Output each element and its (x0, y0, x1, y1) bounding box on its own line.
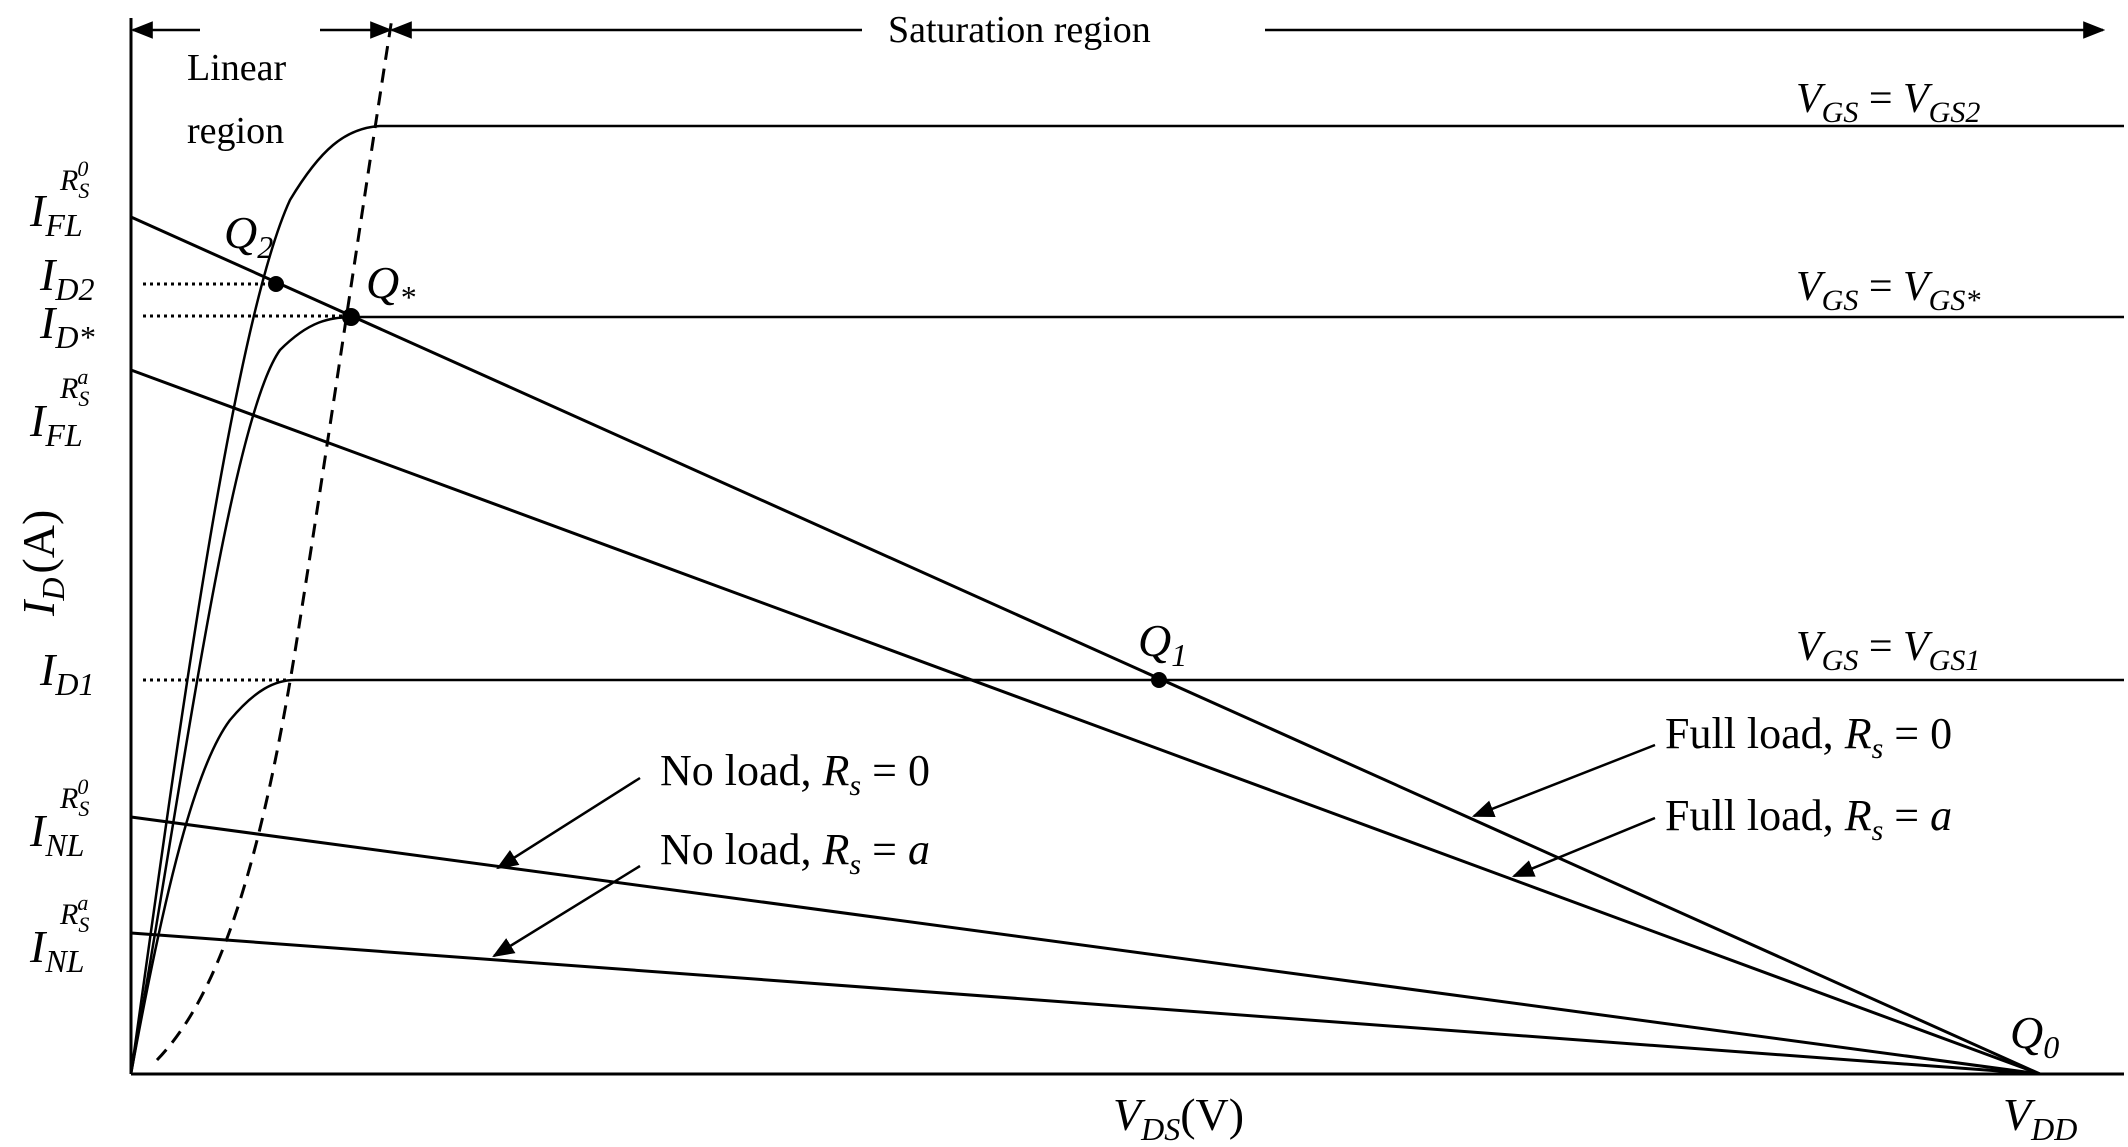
full-load-rsa-line (130, 368, 2041, 1076)
svg-text:IFL: IFL (29, 185, 83, 243)
point-label-q2: Q2 (224, 207, 273, 265)
svg-text:RS0: RS0 (59, 156, 89, 203)
label-full-load-rsa: Full load, Rs = a (1665, 791, 1952, 847)
linear-saturation-boundary (155, 17, 394, 1062)
y-tick-ifl-rsa: IFL RSa (29, 364, 89, 453)
svg-text:INL: INL (29, 921, 84, 979)
svg-text:IFL: IFL (29, 395, 83, 453)
svg-text:No load, Rs = 0: No load, Rs = 0 (660, 746, 930, 802)
label-arrows (492, 743, 1656, 958)
no-load-rsa-arrow (492, 864, 641, 958)
svg-text:VDS(V): VDS(V) (1113, 1089, 1244, 1147)
point-label-q0: Q0 (2010, 1007, 2059, 1065)
q-star-point (342, 308, 360, 326)
curve-label-vgs2: VGS = VGS2 (1796, 76, 1980, 129)
linear-region-label-line1: Linear (187, 47, 287, 89)
svg-text:ID(A): ID(A) (13, 510, 71, 617)
label-full-load-rs0: Full load, Rs = 0 (1665, 709, 1952, 765)
curve-vgs2 (129, 124, 2124, 1075)
label-no-load-rsa: No load, Rs = a (660, 825, 930, 881)
vgs-curves (129, 124, 2124, 1075)
curve-vgs-star (129, 315, 2124, 1075)
y-tick-inl-rsa: INL RSa (29, 890, 89, 979)
svg-text:Full load, Rs = 0: Full load, Rs = 0 (1665, 709, 1952, 765)
x-axis-end-label: VDD (2003, 1089, 2077, 1147)
svg-text:RSa: RSa (59, 364, 89, 411)
full-load-rs0-arrow (1471, 743, 1656, 818)
point-label-q-star: Q* (366, 257, 415, 315)
no-load-rs0-arrow (496, 776, 641, 870)
svg-text:VGS = VGS2: VGS = VGS2 (1796, 76, 1980, 129)
q1-point (1151, 672, 1167, 688)
no-load-rsa-line (130, 931, 2041, 1076)
svg-text:No load, Rs = a: No load, Rs = a (660, 825, 930, 881)
svg-text:ID2: ID2 (39, 249, 94, 307)
svg-text:VDD: VDD (2003, 1089, 2077, 1147)
label-no-load-rs0: No load, Rs = 0 (660, 746, 930, 802)
curve-label-vgs1: VGS = VGS1 (1796, 624, 1980, 677)
curve-vgs1 (129, 678, 2124, 1075)
svg-text:RSa: RSa (59, 890, 89, 937)
linear-region-label-line2: region (187, 110, 284, 152)
axes (129, 18, 2124, 1076)
y-tick-inl-rs0: INL RS0 (29, 774, 89, 863)
svg-text:VGS = VGS*: VGS = VGS* (1796, 264, 1980, 317)
svg-text:RS0: RS0 (59, 774, 89, 821)
svg-text:INL: INL (29, 805, 84, 863)
no-load-rs0-line (130, 815, 2041, 1076)
saturation-region-label: Saturation region (888, 9, 1151, 51)
y-tick-id2: ID2 (39, 249, 94, 307)
svg-text:Q0: Q0 (2010, 1007, 2059, 1065)
svg-text:Q2: Q2 (224, 207, 273, 265)
dotted-guides (143, 282, 350, 682)
y-tick-ifl-rs0: IFL RS0 (29, 156, 89, 243)
svg-text:ID1: ID1 (39, 644, 94, 702)
x-axis-label: VDS(V) (1113, 1089, 1244, 1147)
svg-text:Full load, Rs = a: Full load, Rs = a (1665, 791, 1952, 847)
svg-text:ID*: ID* (39, 297, 94, 355)
y-tick-id1: ID1 (39, 644, 94, 702)
y-axis-label: ID(A) (13, 510, 71, 617)
curve-label-vgs-star: VGS = VGS* (1796, 264, 1980, 317)
y-tick-id-star: ID* (39, 297, 94, 355)
saturation-label-bg (870, 6, 1260, 54)
full-load-rs0-line (130, 215, 2041, 1076)
svg-text:VGS = VGS1: VGS = VGS1 (1796, 624, 1980, 677)
load-lines (130, 215, 2041, 1076)
operating-points (268, 276, 1167, 688)
svg-text:Q*: Q* (366, 257, 415, 315)
q2-point (268, 276, 284, 292)
svg-text:Q1: Q1 (1138, 615, 1187, 673)
full-load-rsa-arrow (1511, 816, 1656, 878)
point-label-q1: Q1 (1138, 615, 1187, 673)
